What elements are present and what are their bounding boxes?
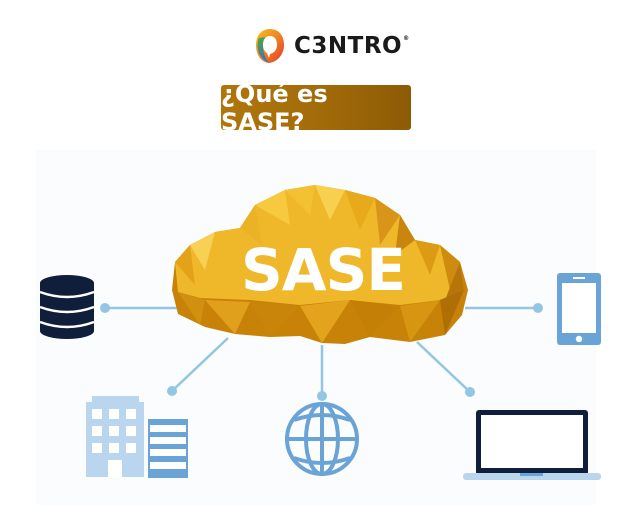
brand-name: C3NTRO®	[294, 33, 410, 59]
c3ntro-logo-icon	[256, 29, 284, 63]
sase-cloud	[172, 185, 468, 344]
connectors	[100, 303, 543, 401]
title-badge: ¿Qué es SASE?	[221, 80, 411, 136]
page-title: ¿Qué es SASE?	[221, 79, 328, 136]
sase-label: SASE	[240, 236, 406, 304]
brand-logo: C3NTRO®	[255, 28, 410, 64]
